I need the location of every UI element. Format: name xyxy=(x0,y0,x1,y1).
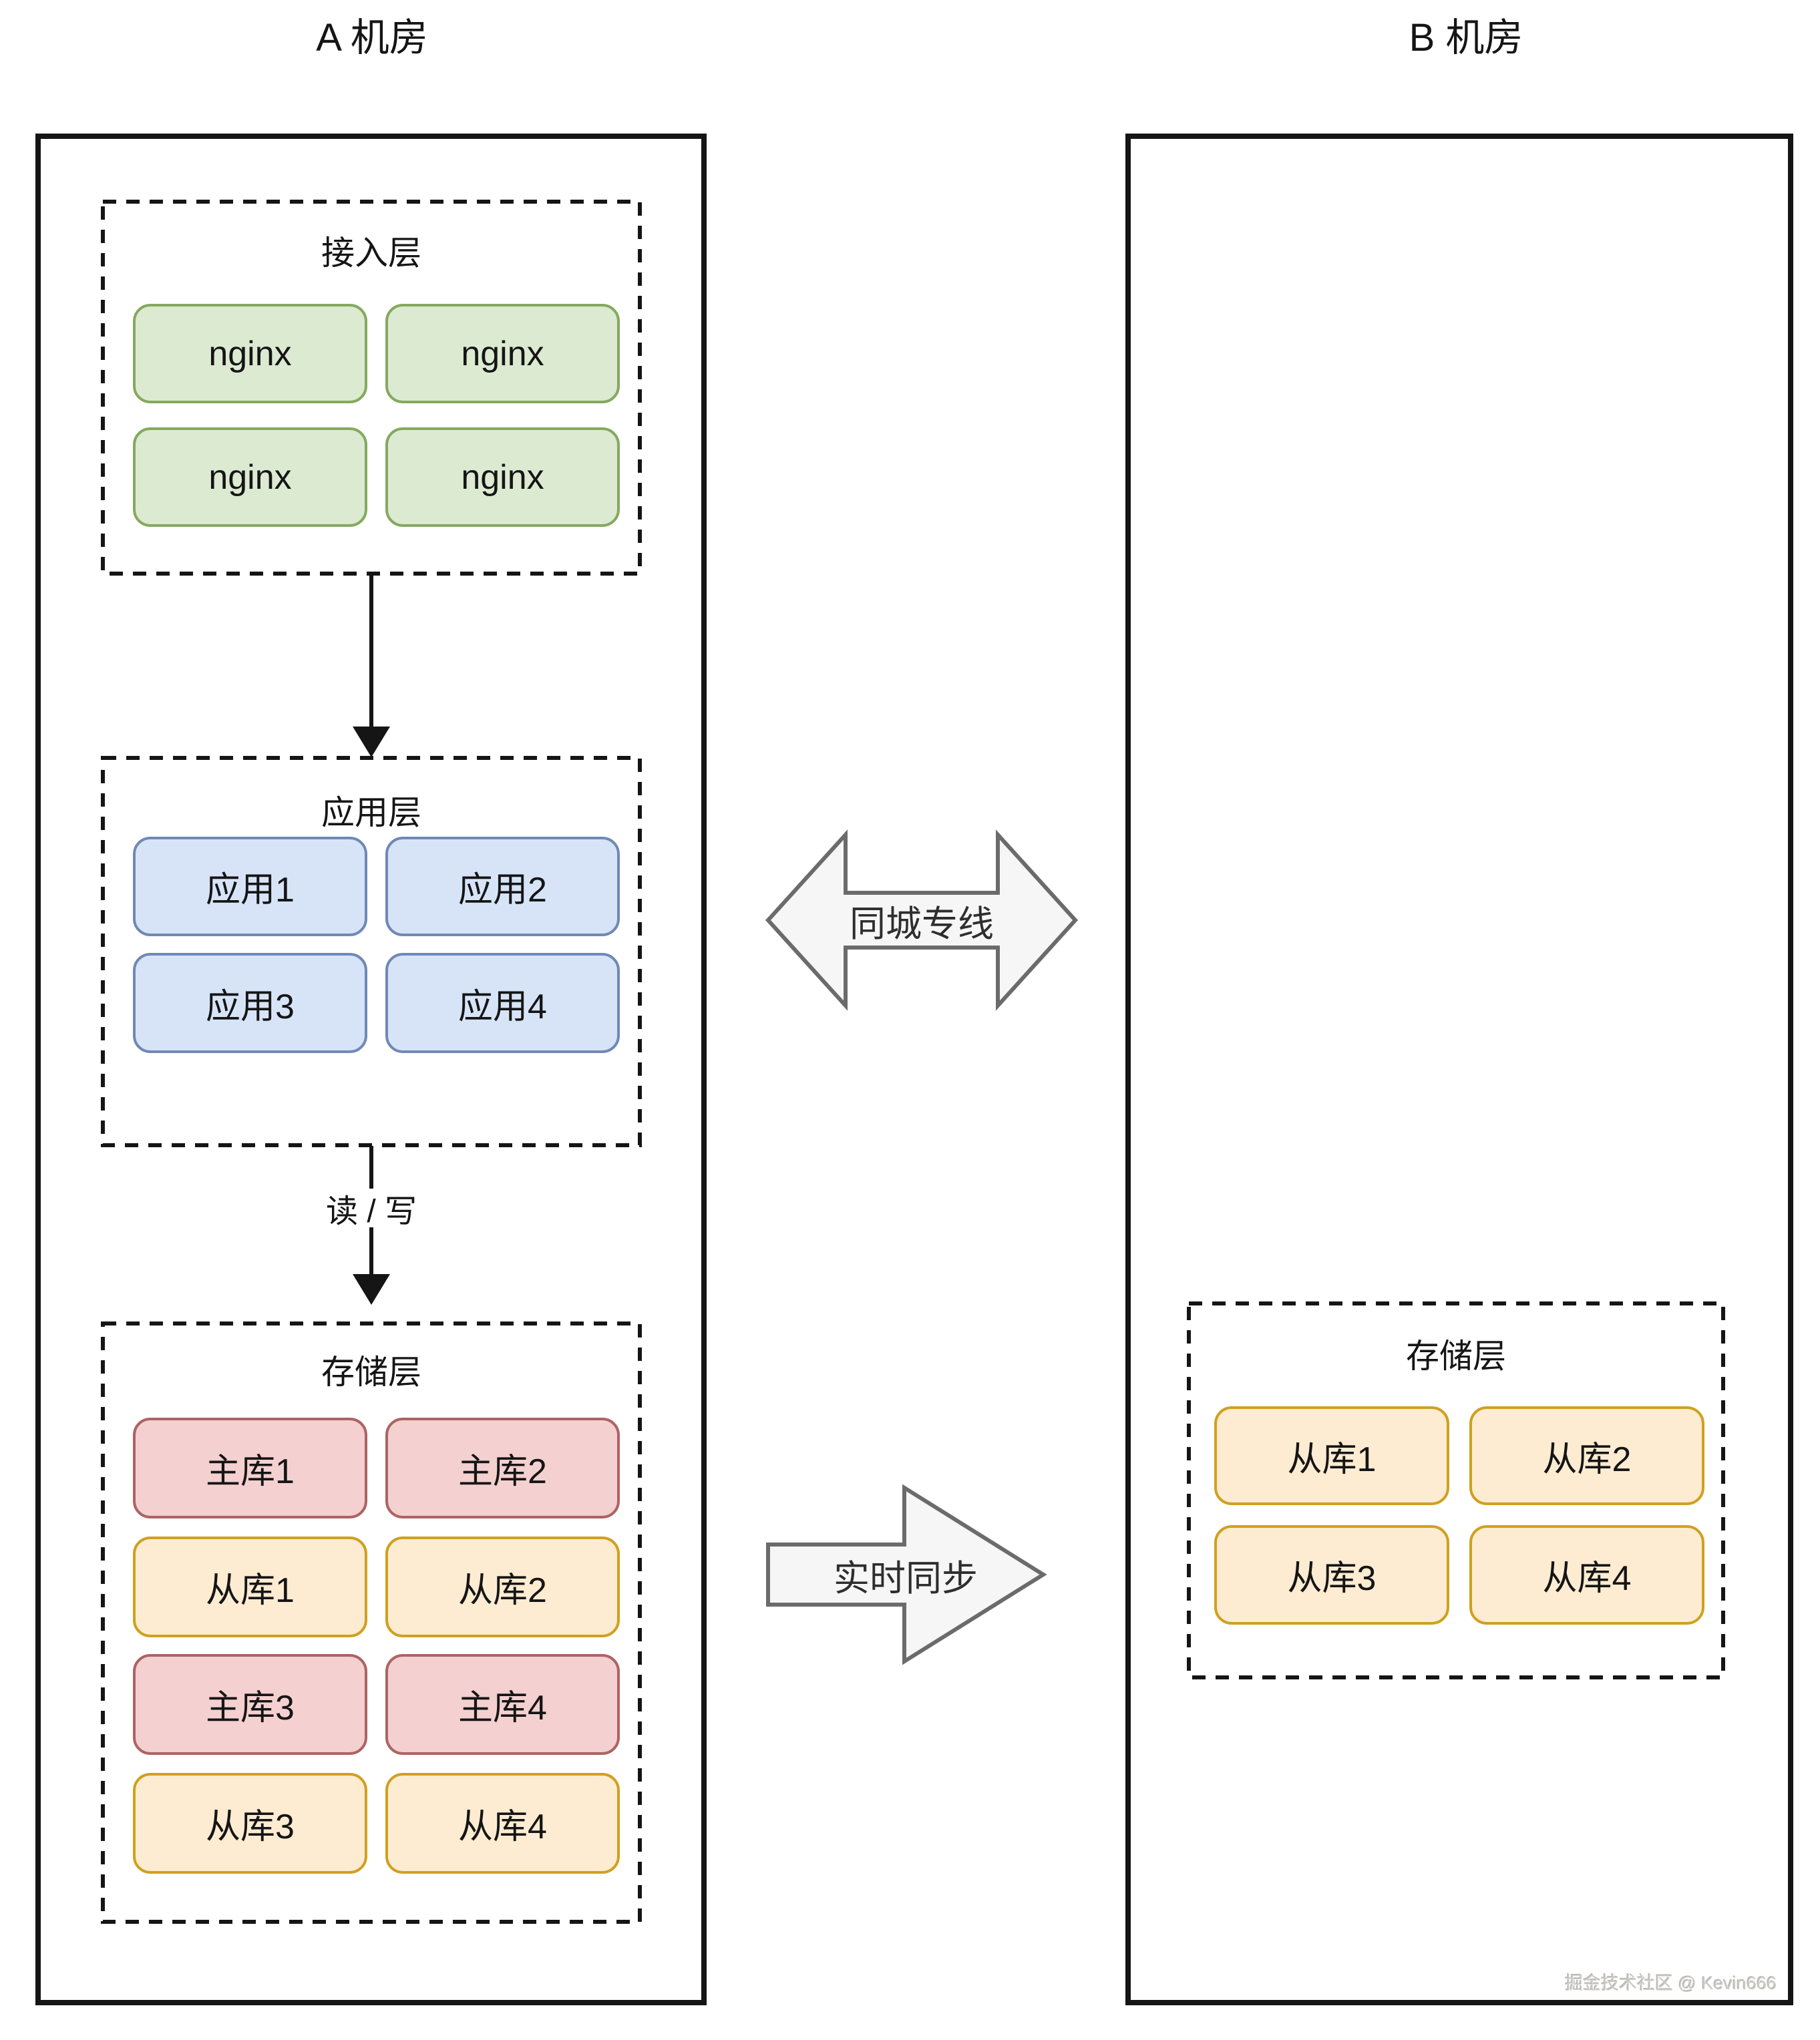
slave-db-b-1: 从库1 xyxy=(1214,1406,1449,1505)
slave-db-b-4: 从库4 xyxy=(1469,1525,1704,1625)
slave-db-a-1: 从库1 xyxy=(133,1537,367,1637)
nginx-node-1: nginx xyxy=(133,304,367,403)
nginx-node-3: nginx xyxy=(133,427,367,527)
access-layer-dashed-box xyxy=(101,200,642,576)
app-node-1: 应用1 xyxy=(133,837,367,936)
storage-layer-b-dashed-box xyxy=(1187,1301,1725,1679)
datacenter-a-title: A 机房 xyxy=(316,16,428,59)
master-db-3: 主库3 xyxy=(133,1654,367,1755)
app-node-2: 应用2 xyxy=(385,837,620,936)
storage-layer-a-label: 存储层 xyxy=(321,1354,421,1391)
app-node-4: 应用4 xyxy=(385,953,620,1053)
nginx-node-2: nginx xyxy=(385,304,620,403)
intercity-link-label: 同城专线 xyxy=(850,903,994,944)
datacenter-b-title: B 机房 xyxy=(1409,16,1523,59)
read-write-label: 读 / 写 xyxy=(271,1189,472,1229)
access-layer-label: 接入层 xyxy=(321,234,421,272)
app-layer-dashed-box xyxy=(101,756,642,1147)
master-db-4: 主库4 xyxy=(385,1654,620,1755)
slave-db-b-2: 从库2 xyxy=(1469,1406,1704,1505)
nginx-node-4: nginx xyxy=(385,427,620,527)
slave-db-b-3: 从库3 xyxy=(1214,1525,1449,1625)
slave-db-a-4: 从库4 xyxy=(385,1773,620,1874)
arrow-app-to-storage-head xyxy=(353,1274,390,1305)
master-db-2: 主库2 xyxy=(385,1418,620,1518)
datacenter-b-box xyxy=(1125,134,1793,2005)
arrow-access-to-app-head xyxy=(353,727,390,757)
app-node-3: 应用3 xyxy=(133,953,367,1053)
realtime-sync-arrow xyxy=(766,1484,1047,1665)
watermark: 掘金技术社区 @ Kevin666 xyxy=(1565,1973,1777,1993)
intercity-link-arrow xyxy=(765,829,1079,1011)
app-layer-label: 应用层 xyxy=(321,794,421,831)
master-db-1: 主库1 xyxy=(133,1418,367,1518)
datacenter-a-box xyxy=(35,134,707,2005)
realtime-sync-label: 实时同步 xyxy=(834,1558,978,1599)
storage-layer-b-label: 存储层 xyxy=(1406,1338,1506,1375)
slave-db-a-3: 从库3 xyxy=(133,1773,367,1874)
slave-db-a-2: 从库2 xyxy=(385,1537,620,1637)
storage-layer-a-dashed-box xyxy=(101,1321,642,1924)
